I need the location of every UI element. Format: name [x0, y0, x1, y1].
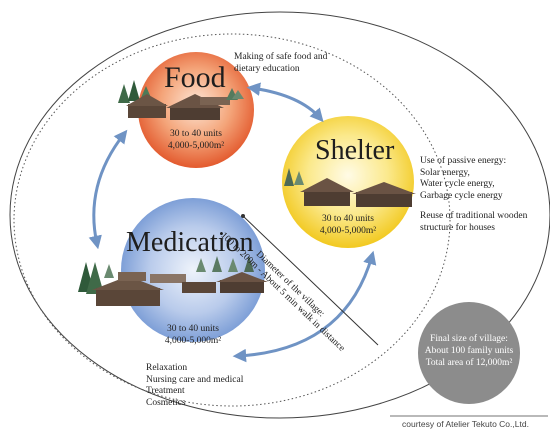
food-medication-arrow [88, 129, 128, 250]
shelter-note-line-1: Use of passive energy: [420, 156, 507, 166]
food-village-illustration [118, 80, 244, 120]
medication-note-line-3: Treatment [146, 386, 185, 396]
village-boundary [9, 11, 550, 419]
medication-title: Medication [126, 227, 254, 258]
food-units: 30 to 40 units [170, 129, 222, 139]
medication-units: 30 to 40 units [167, 324, 219, 334]
food-title: Food [164, 61, 226, 94]
medication-circle [121, 198, 265, 342]
shelter-village-illustration [284, 168, 416, 207]
village-summary: Final size of village: About 100 family … [420, 333, 518, 369]
shelter-area: 4,000-5,000m² [319, 226, 377, 236]
food-note-line-1: Making of safe food and [234, 52, 328, 62]
summary-line-1: Final size of village: [430, 334, 508, 344]
shelter-title: Shelter [315, 135, 395, 166]
summary-line-3: Total area of 12,000m² [425, 358, 513, 368]
credit-text: courtesy of Atelier Tekuto Co.,Ltd. [402, 419, 529, 429]
shelter-note: Use of passive energy: Solar energy, Wat… [420, 156, 527, 234]
shelter-note-line-2: Solar energy, [420, 167, 470, 178]
summary-line-2: About 100 family units [424, 346, 514, 356]
food-note: Making of safe food and dietary educatio… [234, 52, 327, 75]
shelter-note-line-6: Reuse of traditional wooden [420, 211, 528, 221]
diameter-line [242, 215, 379, 346]
shelter-circle [282, 116, 414, 248]
medication-note-line-1: Relaxation [146, 363, 188, 373]
medication-note-line-2: Nursing care and medical [146, 374, 244, 385]
medication-area: 4,000-5,000m² [164, 336, 222, 346]
shelter-units: 30 to 40 units [322, 214, 374, 224]
diameter-center-dot [241, 214, 245, 218]
shelter-medication-arrow [232, 250, 377, 363]
shelter-note-line-3: Water cycle energy, [420, 179, 495, 189]
food-area: 4,000-5,000m² [167, 141, 225, 151]
shelter-note-line-4: Garbage cycle energy [420, 190, 503, 201]
food-shelter-arrow [246, 82, 324, 123]
food-note-line-2: dietary education [234, 63, 300, 74]
medication-note-line-4: Cosmetics [146, 397, 186, 408]
walk-radius-boundary [13, 33, 451, 407]
shelter-note-spacer [420, 202, 527, 211]
shelter-note-line-7: structure for houses [420, 222, 495, 233]
medication-note: Relaxation Nursing care and medical Trea… [146, 363, 243, 409]
summary-circle [418, 302, 520, 404]
